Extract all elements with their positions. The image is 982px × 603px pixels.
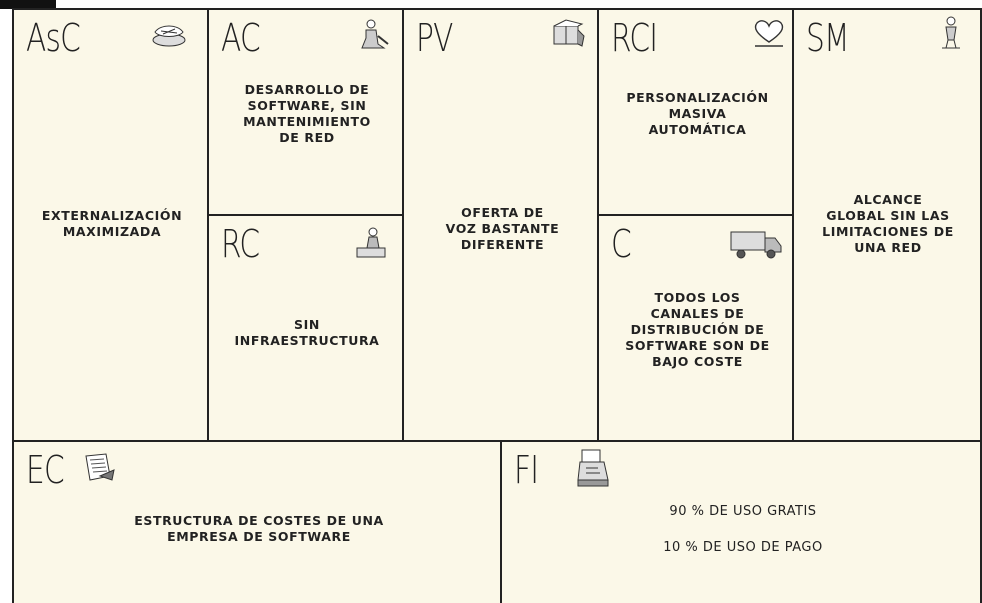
block-customer-segments: SM ALCANCE GLOBAL SIN LAS LIMITACIONES D… bbox=[792, 8, 982, 442]
block-text: EXTERNALIZACIÓN MAXIMIZADA bbox=[41, 208, 183, 239]
block-code: RC bbox=[221, 222, 260, 266]
block-text: ESTRUCTURA DE COSTES DE UNA EMPRESA DE S… bbox=[134, 513, 384, 544]
block-code: PV bbox=[416, 16, 453, 60]
person-icon bbox=[942, 16, 960, 49]
cash-register-icon bbox=[577, 449, 609, 487]
revenue-line-1: 90 % DE USO GRATIS bbox=[669, 504, 817, 519]
block-text: ALCANCE GLOBAL SIN LAS LIMITACIONES DE U… bbox=[822, 192, 954, 255]
truck-icon bbox=[730, 231, 782, 259]
block-code: AsC bbox=[26, 16, 81, 60]
block-code: AC bbox=[221, 16, 261, 60]
builder-icon bbox=[356, 227, 386, 258]
block-text: SIN INFRAESTRUCTURA bbox=[234, 317, 380, 348]
block-text: TODOS LOS CANALES DE DISTRIBUCIÓN DE SOF… bbox=[625, 290, 770, 369]
block-text: DESARROLLO DE SOFTWARE, SIN MANTENIMIENT… bbox=[243, 82, 371, 145]
block-text: OFERTA DE VOZ BASTANTE DIFERENTE bbox=[445, 205, 560, 252]
block-key-activities: AC DESARROLLO DE SOFTWARE, SIN MANTENIMI… bbox=[207, 8, 403, 216]
block-cost-structure: EC ESTRUCTURA DE COSTES DE UNA EMPRESA D… bbox=[12, 440, 502, 603]
block-revenue-streams: FI 90 % DE USO GRATIS 10 % DE USO DE PAG… bbox=[500, 440, 982, 603]
revenue-line-2: 10 % DE USO DE PAGO bbox=[663, 540, 823, 555]
worker-icon bbox=[361, 19, 389, 49]
heart-icon bbox=[754, 20, 784, 47]
block-code: FI bbox=[514, 448, 539, 492]
block-code: SM bbox=[806, 16, 850, 60]
block-channels: C TODOS LOS CANALES DE DISTRIBUCIÓN DE S… bbox=[597, 214, 794, 442]
block-key-resources: RC SIN INFRAESTRUCTURA bbox=[207, 214, 403, 442]
header-bar bbox=[0, 0, 56, 9]
block-text: PERSONALIZACIÓN MASIVA AUTOMÁTICA bbox=[626, 90, 769, 137]
gift-icon bbox=[553, 19, 585, 47]
handshake-icon bbox=[152, 25, 186, 47]
receipt-icon bbox=[85, 453, 115, 481]
block-value-proposition: PV OFERTA DE VOZ BASTANTE DIFERENTE bbox=[402, 8, 599, 442]
block-key-partners: AsC EXTERNALIZACIÓN MAXIMIZADA bbox=[12, 8, 208, 442]
block-code: C bbox=[611, 222, 632, 266]
block-code: RCI bbox=[611, 16, 658, 60]
block-code: EC bbox=[26, 448, 65, 492]
block-customer-relationships: RCI PERSONALIZACIÓN MASIVA AUTOMÁTICA bbox=[597, 8, 794, 216]
